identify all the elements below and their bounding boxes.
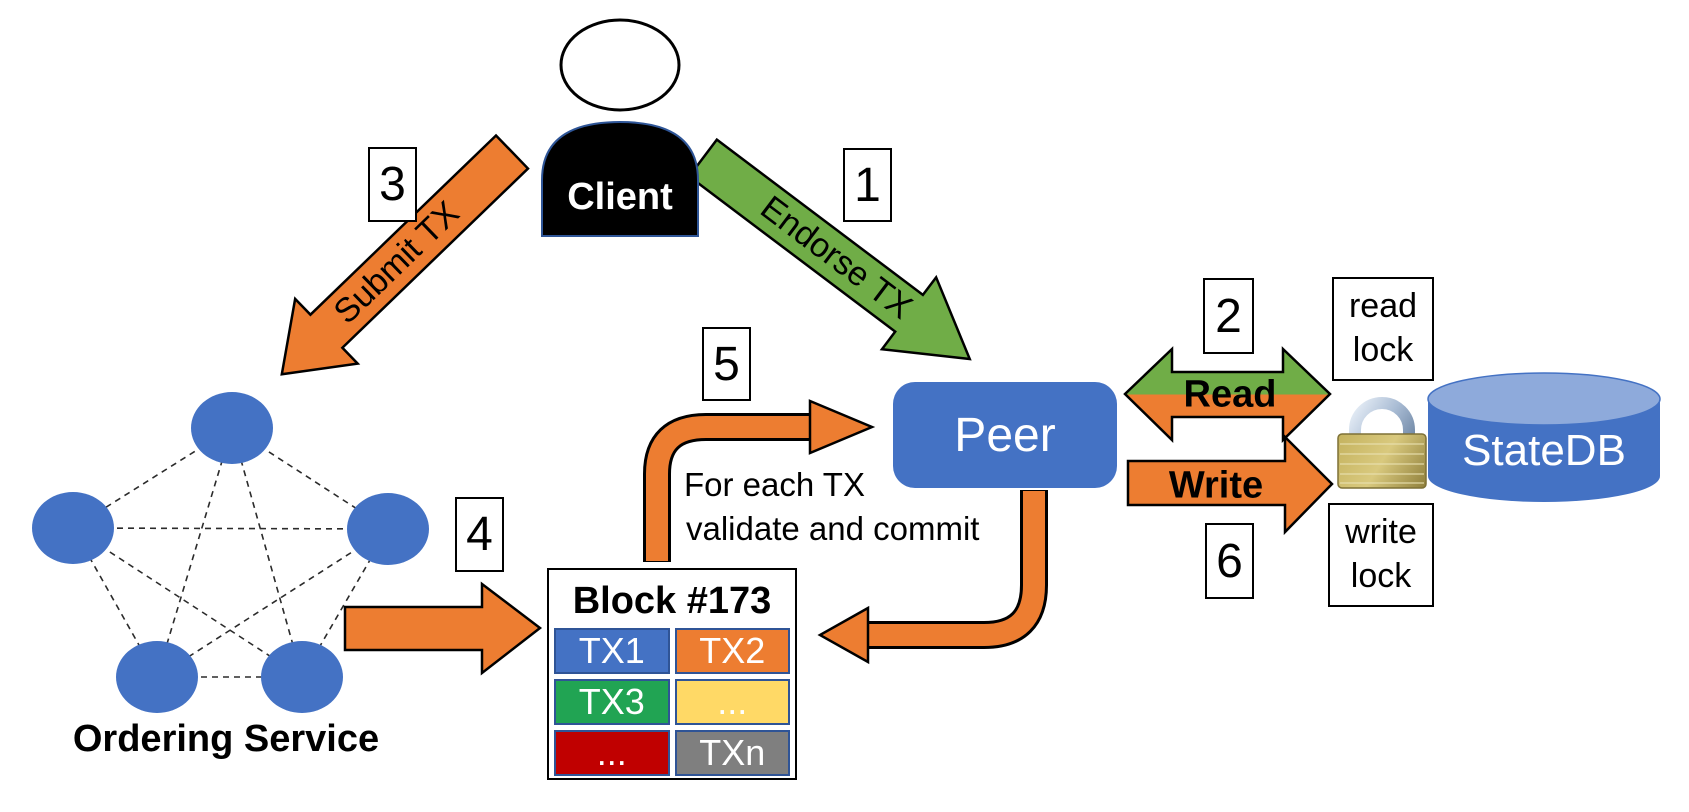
write-arrow [1126, 433, 1334, 536]
write-lock-line1: write [1345, 513, 1417, 552]
block-cell-ellipsis-red: ... [554, 730, 670, 776]
block-grid: TX1 TX2 TX3 ... ... TXn [554, 628, 790, 776]
step-4-badge: 4 [455, 497, 504, 572]
write-lock-line2: lock [1350, 557, 1412, 595]
network-edge [72, 527, 303, 678]
block-cell-txn: TXn [674, 730, 790, 776]
ordering-service-label: Ordering Service [72, 718, 380, 760]
peer-label: Peer [954, 408, 1056, 462]
validate-note-line-2: validate and commit [686, 510, 980, 547]
step-6-badge: 6 [1205, 523, 1254, 599]
ordering-node-icon [261, 641, 343, 713]
block-cell-tx3: TX3 [554, 679, 670, 725]
block-box: Block #173 TX1 TX2 TX3 ... ... TXn [547, 568, 797, 780]
validate-arrow [643, 399, 876, 562]
network-edge [72, 527, 389, 530]
client-person-icon [541, 18, 699, 237]
validate-note-line-1: For each TX [684, 466, 865, 503]
statedb-label: StateDB [1462, 426, 1626, 475]
step-2-badge: 2 [1203, 278, 1254, 354]
read-lock-label: read lock [1332, 277, 1434, 381]
peer-box: Peer [893, 382, 1117, 488]
ordering-nodes [32, 392, 429, 713]
deliver-block-arrow [343, 581, 543, 676]
read-arrow [1123, 346, 1332, 443]
commit-return-arrow [817, 490, 1048, 665]
ordering-node-icon [116, 641, 198, 713]
ordering-network-edges [72, 427, 389, 678]
write-arrow-label: Write [1168, 464, 1264, 507]
submit-tx-arrow [280, 133, 530, 376]
read-lock-line1: read [1348, 287, 1418, 326]
step-3-badge: 3 [368, 147, 417, 222]
network-edge [156, 528, 389, 678]
network-edge [156, 427, 233, 678]
read-arrow-label: Read [1183, 373, 1277, 416]
block-title: Block #173 [572, 580, 772, 622]
step-5-badge: 5 [702, 327, 751, 401]
network-edge [231, 427, 303, 678]
step-1-badge: 1 [843, 148, 892, 222]
ordering-node-icon [347, 493, 429, 565]
padlock-icon [1337, 397, 1427, 489]
write-lock-label: write lock [1328, 503, 1434, 607]
block-cell-tx1: TX1 [554, 628, 670, 674]
block-cell-ellipsis-yellow: ... [674, 679, 790, 725]
read-lock-line2: lock [1352, 331, 1414, 369]
ordering-node-icon [32, 492, 114, 564]
database-cylinder-icon [1427, 372, 1661, 502]
client-label: Client [567, 176, 673, 218]
block-cell-tx2: TX2 [674, 628, 790, 674]
endorse-tx-arrow [687, 137, 972, 361]
ordering-node-icon [191, 392, 273, 464]
